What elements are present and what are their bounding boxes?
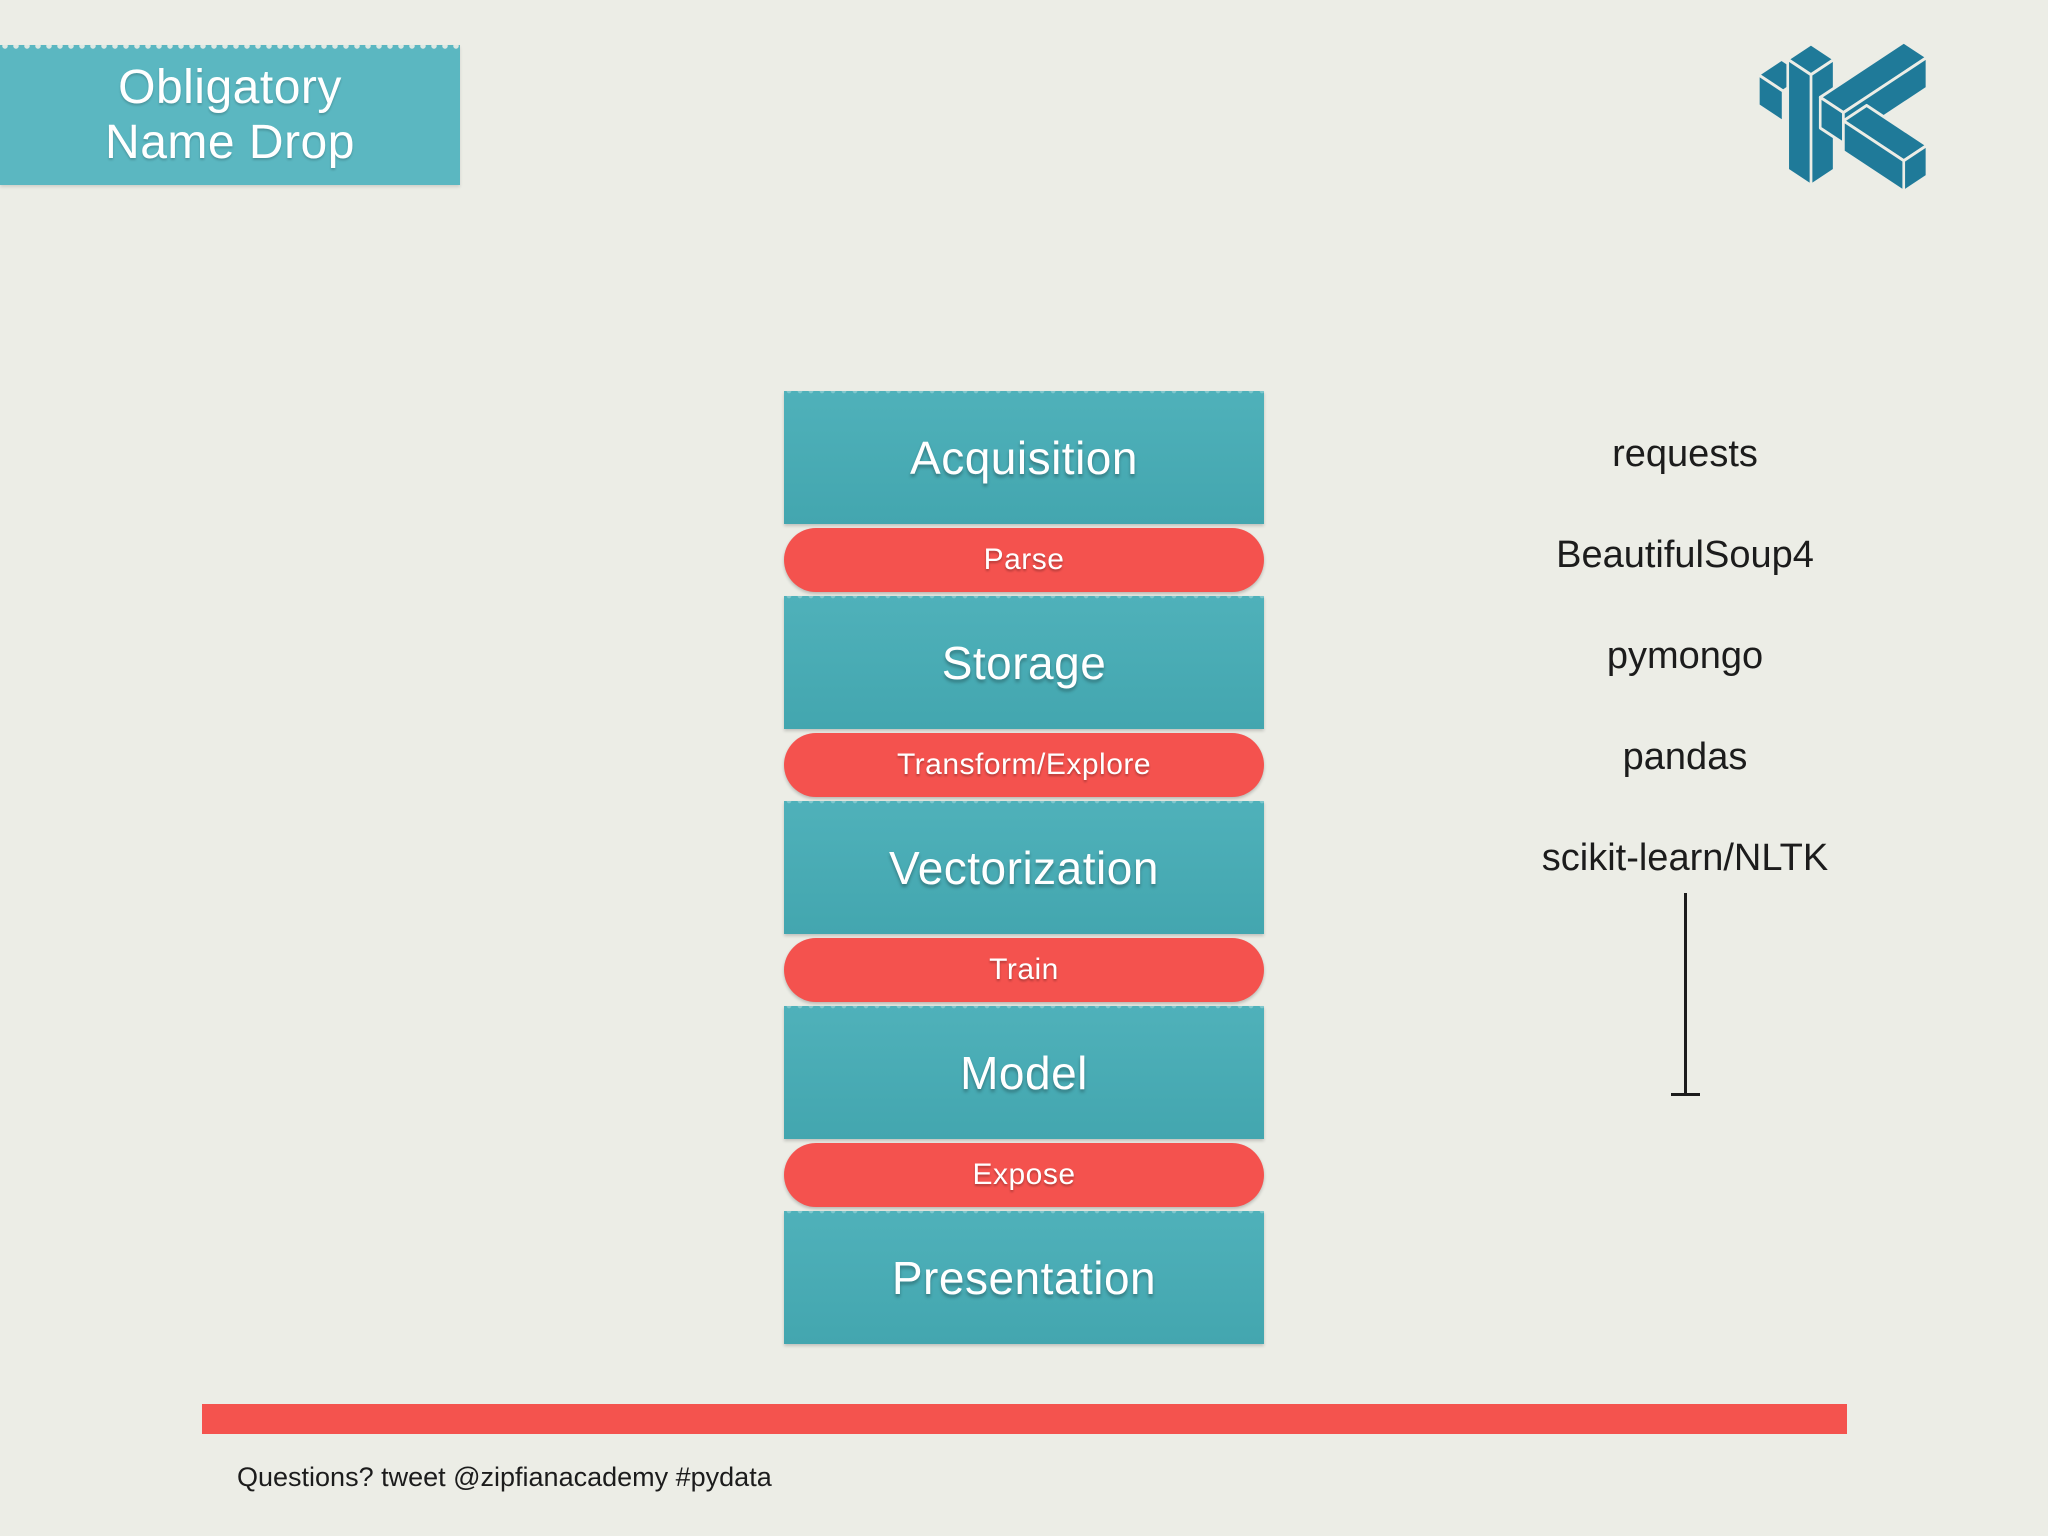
connector-line	[1684, 893, 1687, 1093]
pipeline-step-train: Train	[784, 938, 1264, 1002]
stage-label: Vectorization	[889, 841, 1159, 894]
slide-title-box: Obligatory Name Drop	[0, 42, 460, 185]
step-label: Expose	[972, 1158, 1076, 1191]
stage-label: Storage	[941, 636, 1107, 689]
stage-label: Acquisition	[910, 431, 1138, 484]
pipeline-stack: Acquisition Parse Storage Transform/Expl…	[784, 391, 1264, 1344]
library-item-pandas: pandas	[1622, 736, 1748, 778]
slide-title-line-1: Obligatory	[118, 60, 342, 114]
library-item-pymongo: pymongo	[1606, 635, 1764, 677]
accent-bar	[202, 1404, 1847, 1434]
pipeline-step-transform-explore: Transform/Explore	[784, 733, 1264, 797]
zipfian-knot-logo-icon	[1748, 30, 1936, 202]
footer-text: Questions? tweet @zipfianacademy #pydata	[237, 1462, 772, 1492]
library-item-requests: requests	[1612, 433, 1758, 475]
step-label: Train	[989, 953, 1059, 986]
step-label: Parse	[983, 543, 1065, 576]
stage-label: Model	[960, 1046, 1088, 1099]
stage-label: Presentation	[891, 1251, 1157, 1304]
pipeline-step-expose: Expose	[784, 1143, 1264, 1207]
pipeline-step-parse: Parse	[784, 528, 1264, 592]
library-item-beautifulsoup4: BeautifulSoup4	[1556, 534, 1814, 576]
pipeline-stage-presentation: Presentation	[784, 1211, 1264, 1344]
library-item-scikit-learn-nltk: scikit-learn/NLTK	[1541, 837, 1829, 879]
pipeline-stage-storage: Storage	[784, 596, 1264, 729]
pipeline-stage-acquisition: Acquisition	[784, 391, 1264, 524]
pipeline-stage-vectorization: Vectorization	[784, 801, 1264, 934]
connector-line-end-cap	[1671, 1093, 1700, 1096]
pipeline-stage-model: Model	[784, 1006, 1264, 1139]
slide-title-line-2: Name Drop	[105, 116, 355, 169]
step-label: Transform/Explore	[896, 748, 1152, 781]
library-list: requests BeautifulSoup4 pymongo pandas s…	[1440, 404, 1930, 909]
